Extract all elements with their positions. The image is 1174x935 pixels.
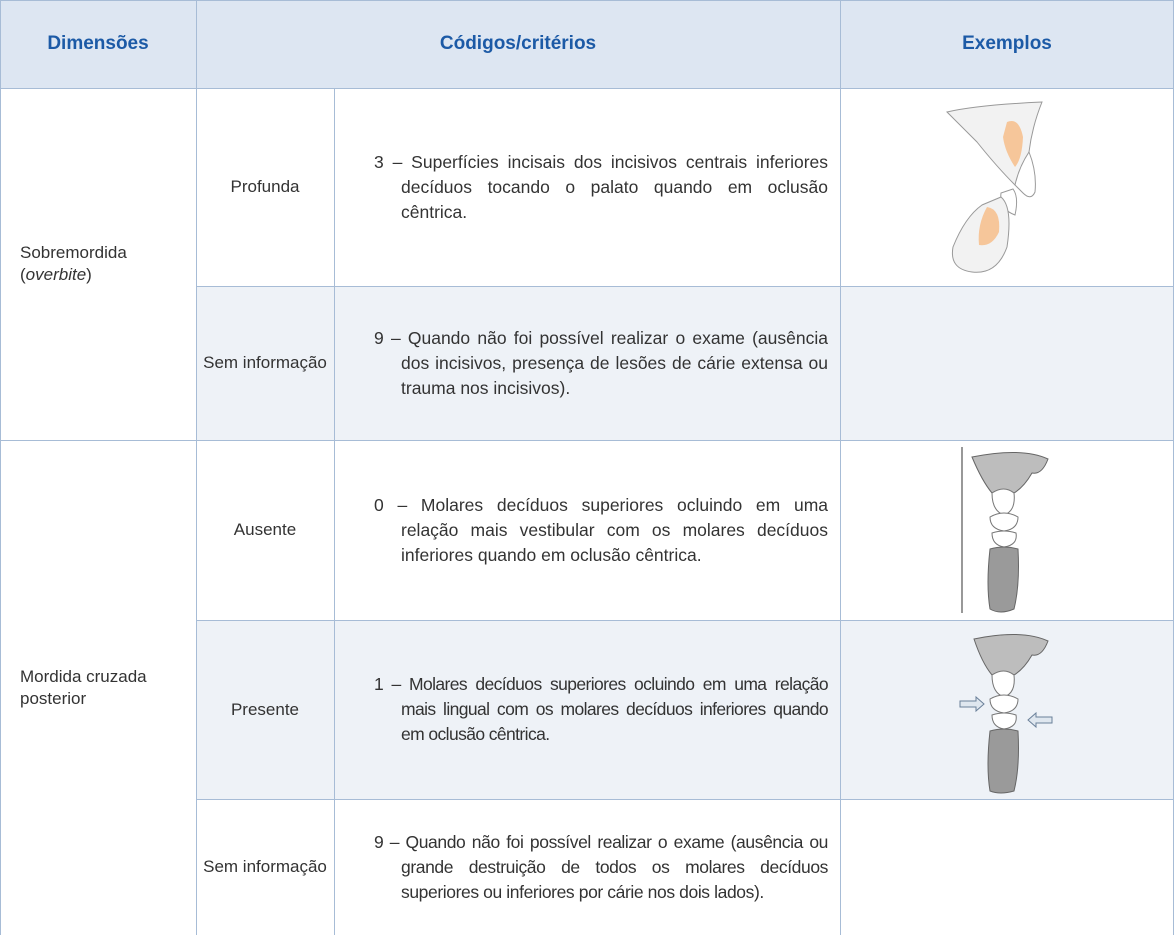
example-cell: [840, 620, 1174, 799]
criterion-cell: 1 – Molares decíduos superiores ocluindo…: [334, 620, 840, 799]
header-dimensions: Dimensões: [47, 33, 149, 54]
code-label-ausente: Ausente: [233, 520, 297, 539]
criterion-cell: 0 – Molares decíduos superiores ocluindo…: [334, 440, 840, 620]
header-codes: Códigos/critérios: [439, 33, 597, 54]
criterion-cell: 9 – Quando não foi possível realizar o e…: [334, 286, 840, 440]
crossbite-present-molars-illustration: [959, 633, 1053, 793]
rule: [196, 0, 197, 935]
criterion-text: 3 – Superfícies incisais dos incisivos c…: [374, 151, 828, 222]
overbite-deep-teeth-illustration: [946, 101, 1043, 273]
paren-close: ): [86, 265, 92, 284]
rule: [840, 0, 841, 935]
rule: [0, 440, 1174, 441]
paren-open: (: [20, 265, 26, 284]
code-label-sem-informacao: Sem informação: [203, 353, 327, 372]
rule: [334, 88, 335, 935]
code-label-sem-informacao: Sem informação: [203, 857, 327, 876]
code-label-presente: Presente: [230, 699, 300, 719]
rule: [0, 0, 1, 935]
crossbite-absent-molars-illustration: [961, 447, 1049, 613]
criterion-cell: 3 – Superfícies incisais dos incisivos c…: [334, 88, 840, 286]
header-examples: Exemplos: [962, 33, 1052, 54]
rule: [196, 620, 1174, 621]
criterion-text: 9 – Quando não foi possível realizar o e…: [374, 831, 828, 902]
rule: [196, 286, 1174, 287]
criterion-text: 9 – Quando não foi possível realizar o e…: [374, 327, 828, 398]
example-cell: [840, 440, 1174, 620]
rule: [196, 799, 1174, 800]
code-label-profunda: Profunda: [230, 177, 300, 196]
example-cell: [840, 88, 1174, 286]
criterion-text: 0 – Molares decíduos superiores ocluindo…: [374, 494, 828, 565]
table-header-bg: [0, 0, 1174, 88]
rule: [0, 0, 1174, 1]
criterion-text: 1 – Molares decíduos superiores ocluindo…: [374, 674, 829, 744]
dimension-italic: overbite: [25, 265, 87, 284]
rule: [0, 88, 1174, 89]
dimension-posterior-crossbite: Mordida cruzada posterior: [0, 440, 196, 935]
criterion-cell: 9 – Quando não foi possível realizar o e…: [334, 799, 840, 935]
dimension-label: Mordida cruzada posterior: [20, 666, 147, 708]
dimension-label: Sobremordida: [20, 243, 127, 262]
dimension-overbite: Sobremordida (overbite): [0, 88, 196, 440]
row-shade: [196, 286, 1174, 440]
